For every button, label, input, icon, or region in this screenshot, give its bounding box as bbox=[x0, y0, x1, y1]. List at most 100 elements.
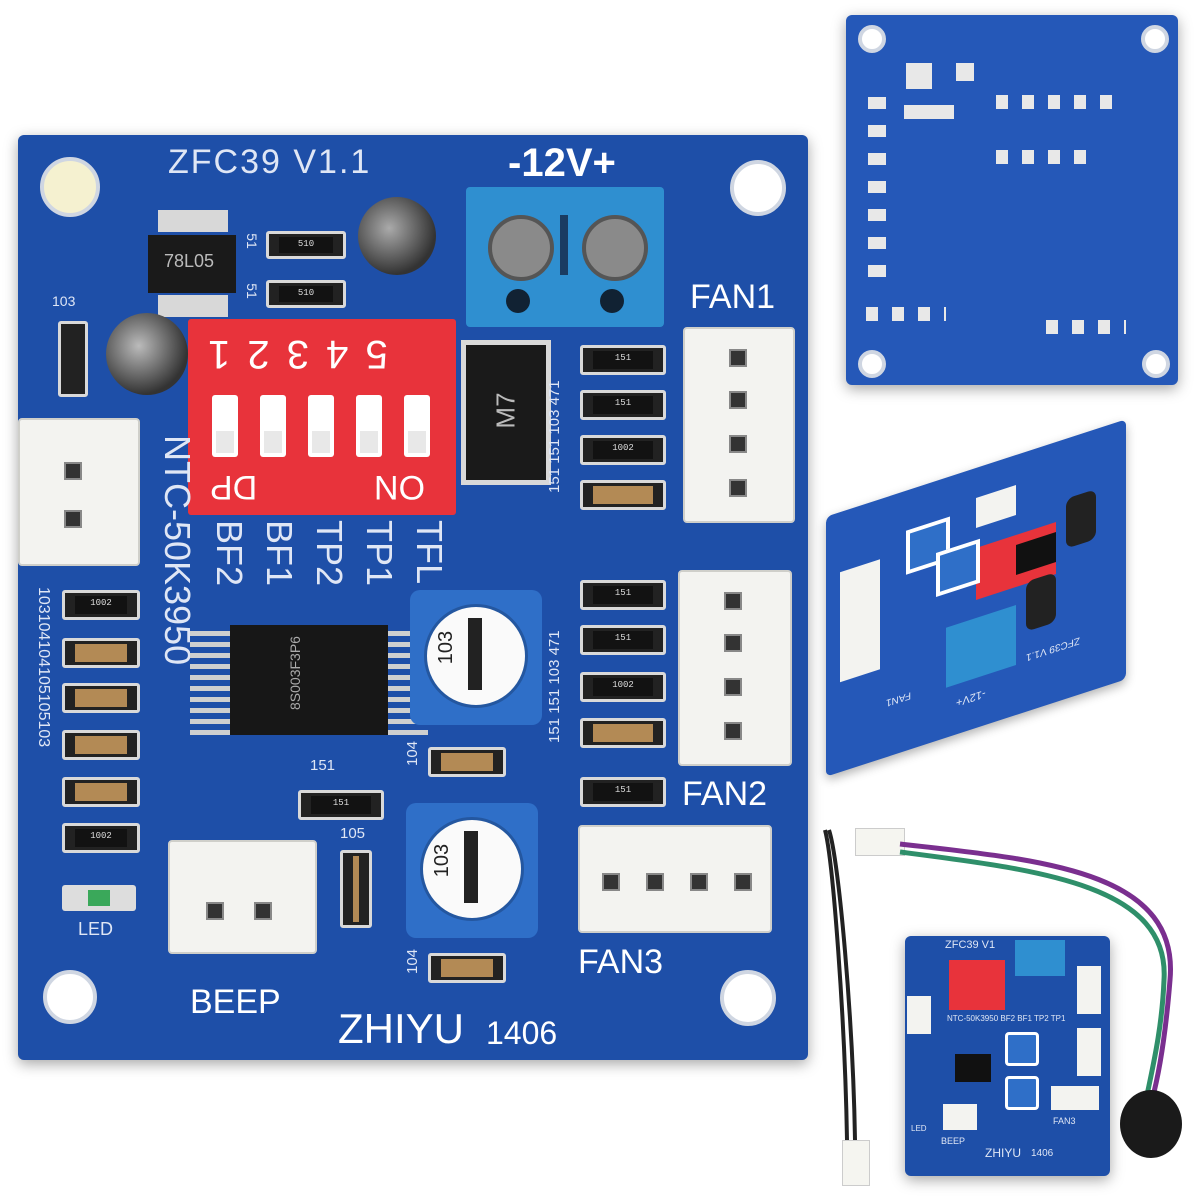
terminal-divider bbox=[560, 215, 568, 275]
kit-fan3-label: FAN3 bbox=[1053, 1116, 1076, 1126]
ntc-connector[interactable] bbox=[18, 418, 140, 566]
pot-slot bbox=[468, 618, 482, 690]
resistor-ref: 51 bbox=[243, 233, 260, 249]
screw-terminal[interactable] bbox=[488, 215, 554, 281]
fan1-label: FAN1 bbox=[690, 278, 776, 316]
buzzer bbox=[1120, 1090, 1182, 1158]
fan-connector[interactable] bbox=[1051, 1086, 1099, 1110]
led-body bbox=[88, 890, 110, 906]
kit-board: ZFC39 V1 NTC-50K3950 BF2 BF1 TP2 TP1 LED… bbox=[905, 936, 1110, 1176]
mid-codes-top: 151 151 103 471 bbox=[546, 380, 563, 493]
beep-connector[interactable] bbox=[168, 840, 317, 954]
connector-pin bbox=[734, 873, 752, 891]
capacitor bbox=[62, 777, 140, 807]
bottom-view-board bbox=[846, 15, 1178, 385]
mounting-hole bbox=[1141, 25, 1169, 53]
connector-pin bbox=[724, 722, 742, 740]
microcontroller-ic: 8S003F3P6 bbox=[228, 625, 388, 735]
power-terminal-block bbox=[466, 187, 664, 327]
connector-pin bbox=[690, 873, 708, 891]
potentiometer-1[interactable]: 103 bbox=[410, 590, 542, 725]
resistor-151: 151 bbox=[580, 625, 666, 655]
potentiometer[interactable] bbox=[1005, 1032, 1039, 1066]
buzzer-plug[interactable] bbox=[855, 828, 905, 856]
ntc-connector[interactable] bbox=[976, 485, 1016, 528]
capacitor bbox=[62, 638, 140, 668]
diode: M7 bbox=[461, 340, 551, 485]
fan3-connector[interactable] bbox=[578, 825, 772, 933]
mode-label-bf2: BF2 bbox=[209, 520, 250, 587]
regulator-label: 78L05 bbox=[164, 251, 215, 271]
connector-pin bbox=[724, 678, 742, 696]
connector-pin bbox=[254, 902, 272, 920]
microcontroller-ic bbox=[955, 1054, 991, 1082]
capacitor bbox=[428, 747, 506, 777]
resistor-151: 151 bbox=[580, 580, 666, 610]
mode-label-bf1: BF1 bbox=[259, 520, 300, 587]
fan-connector[interactable] bbox=[840, 559, 880, 683]
left-codes: 103104104105105103 bbox=[35, 587, 52, 748]
mode-label-tp1: TP1 bbox=[359, 520, 400, 587]
connector-pin bbox=[724, 634, 742, 652]
solder-pad-row bbox=[866, 307, 946, 321]
pot-slot bbox=[464, 831, 478, 903]
ref-105: 105 bbox=[340, 825, 366, 842]
regulator-pad bbox=[158, 210, 228, 232]
ref-104b: 104 bbox=[404, 948, 422, 975]
fan-connector[interactable] bbox=[1077, 1028, 1101, 1076]
maker-number: 1406 bbox=[486, 1015, 558, 1051]
connector-pin bbox=[729, 391, 747, 409]
angled-view-board: ZFC39 V1.1 -12V+ FAN1 bbox=[826, 419, 1126, 777]
ref-104a: 104 bbox=[404, 740, 422, 767]
dip-switch[interactable]: 5 4 3 2 1 DP ON bbox=[188, 319, 456, 515]
connector-pin bbox=[729, 479, 747, 497]
dip-toggle-3[interactable] bbox=[308, 395, 334, 457]
fan1-connector[interactable] bbox=[683, 327, 795, 523]
ref-103-label: 103 bbox=[52, 293, 76, 309]
mounting-hole bbox=[40, 157, 100, 217]
beep-label: BEEP bbox=[190, 983, 281, 1021]
dip-toggle-4[interactable] bbox=[260, 395, 286, 457]
resistor-510: 510 bbox=[266, 231, 346, 259]
wire-hole bbox=[506, 289, 530, 313]
resistor-151: 151 bbox=[580, 777, 666, 807]
dip-dp-label: DP bbox=[210, 468, 258, 506]
fan-connector[interactable] bbox=[1077, 966, 1101, 1014]
solder-pad bbox=[956, 63, 974, 81]
potentiometer-2[interactable]: 103 bbox=[406, 803, 538, 938]
capacitor bbox=[580, 480, 666, 510]
connector-pin bbox=[729, 349, 747, 367]
power-terminal-block bbox=[946, 605, 1016, 688]
solder-pad-row bbox=[868, 87, 886, 277]
dip-toggle-1[interactable] bbox=[404, 395, 430, 457]
beep-connector[interactable] bbox=[943, 1104, 977, 1130]
electrolytic-capacitor bbox=[1026, 572, 1056, 632]
kit-led-label: LED bbox=[911, 1124, 927, 1133]
dip-toggle-5[interactable] bbox=[212, 395, 238, 457]
fan2-label: FAN2 bbox=[682, 775, 768, 813]
sensor-plug[interactable] bbox=[842, 1140, 870, 1186]
pot-code: 103 bbox=[435, 630, 458, 665]
connector-pin bbox=[724, 592, 742, 610]
connector-pin bbox=[64, 462, 82, 480]
resistor-1002: 1002 bbox=[580, 672, 666, 702]
solder-pad bbox=[906, 63, 932, 89]
mode-label-tp2: TP2 bbox=[309, 520, 350, 587]
status-led bbox=[62, 885, 136, 911]
resistor-1002: 1002 bbox=[580, 435, 666, 465]
board-version-label: ZFC39 V1.1 bbox=[168, 143, 372, 181]
electrolytic-capacitor bbox=[1066, 489, 1096, 549]
screw-terminal[interactable] bbox=[582, 215, 648, 281]
dip-switch[interactable] bbox=[949, 960, 1005, 1010]
mounting-hole bbox=[858, 350, 886, 378]
mounting-hole bbox=[858, 25, 886, 53]
wire-hole bbox=[600, 289, 624, 313]
dip-numbers: 5 4 3 2 1 bbox=[208, 332, 388, 376]
kit-mode-labels: NTC-50K3950 BF2 BF1 TP2 TP1 bbox=[947, 1014, 1066, 1023]
fan2-connector[interactable] bbox=[678, 570, 792, 766]
angle-version-label: ZFC39 V1.1 bbox=[1026, 634, 1080, 663]
ntc-connector[interactable] bbox=[907, 996, 931, 1034]
dip-toggle-2[interactable] bbox=[356, 395, 382, 457]
voltage-regulator: 78L05 bbox=[148, 235, 236, 293]
potentiometer[interactable] bbox=[1005, 1076, 1039, 1110]
